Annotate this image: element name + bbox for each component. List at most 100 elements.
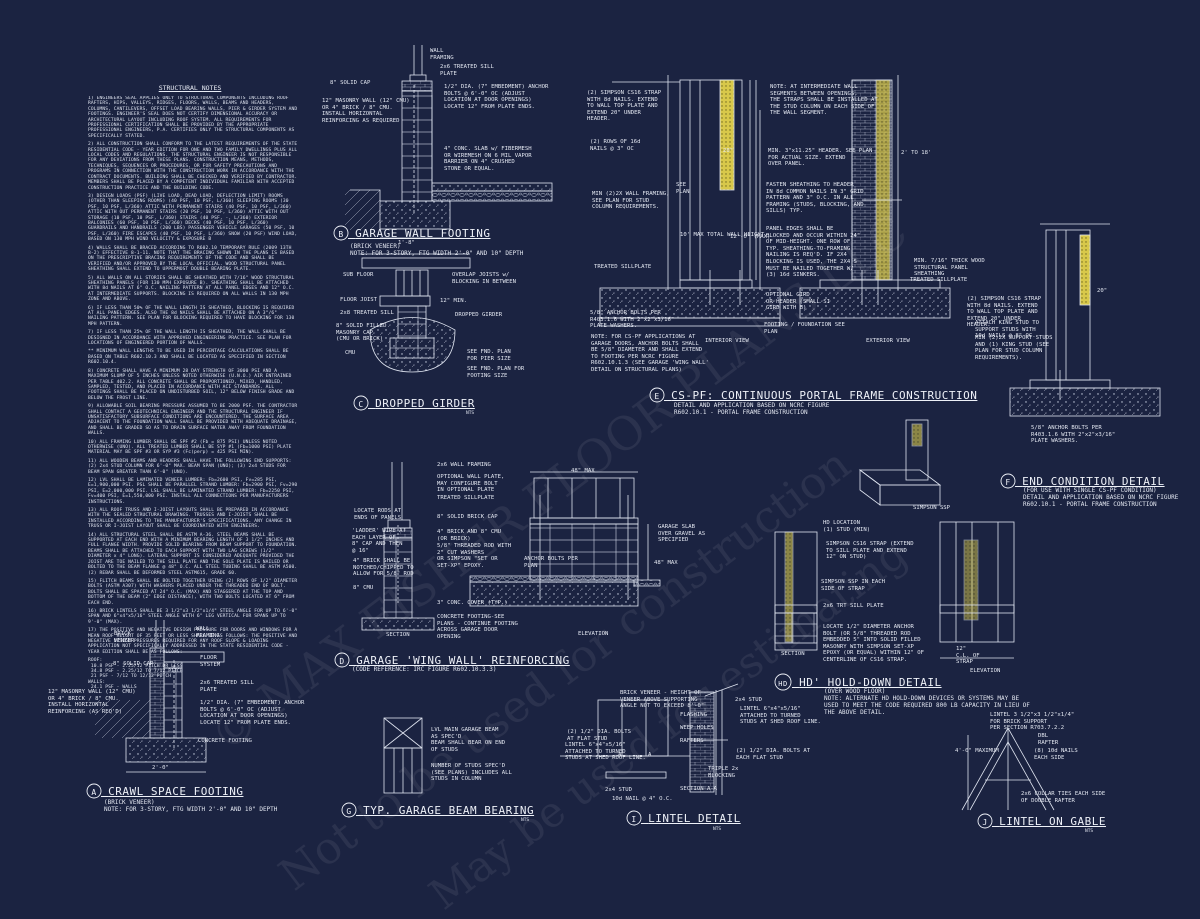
detail-e-title-text: CS-PF: CONTINUOUS PORTAL FRAME CONSTRUCT… xyxy=(671,389,978,402)
detail-i-drawing xyxy=(560,683,739,795)
detail-i-letter: I xyxy=(631,815,637,824)
blueprint-sheet: STRUCTURAL NOTES 1) ENGINEERS SEAL APPLI… xyxy=(48,45,1179,919)
callout-label-a: 8" SOLID CAP xyxy=(113,661,154,667)
callout-label-i: LINTEL 6"x4"x5/16" ATTACHED TO TURNED ST… xyxy=(740,706,821,726)
callout-label-c: DROPPED GIRDER xyxy=(455,312,503,318)
detail-j-nts: NTS xyxy=(1085,829,1094,834)
structural-note: 1) ENGINEERS SEAL APPLIES ONLY TO STRUCT… xyxy=(88,96,298,139)
callout-label-d: OPTIONAL WALL PLATE, MAY CONFIGURE BOLT … xyxy=(437,474,505,494)
detail-e-subtitle: DETAIL AND APPLICATION BASED ON NCRC FIG… xyxy=(674,402,830,416)
callout-label-e: NOTE: FOR CS-PF APPLICATIONS AT GARAGE D… xyxy=(591,334,709,373)
callout-label-h: SIMPSON CS16 STRAP (EXTEND TO SILL PLATE… xyxy=(826,541,914,561)
callout-label-e: (2) SIMPSON CS16 STRAP WITH 8d NAILS. EX… xyxy=(587,90,662,123)
callout-label-d: 5/8" THREADED ROD WITH 2" CUT WASHERS OR… xyxy=(437,543,512,569)
detail-hd-title-text: HD' HOLD-DOWN DETAIL xyxy=(799,676,942,689)
callout-label-d: 2x6 WALL FRAMING xyxy=(437,462,491,468)
callout-label-h: ELEVATION xyxy=(970,668,1001,674)
callout-label-i: LINTEL 6"x4"x5/16" ATTACHED TO TURNED ST… xyxy=(565,742,646,762)
callout-label-b: 4" CONC. SLAB w/ FIBERMESH OR WIREMESH O… xyxy=(444,146,532,172)
detail-e-title: E CS-PF: CONTINUOUS PORTAL FRAME CONSTRU… xyxy=(650,389,977,402)
structural-note: 14) ALL STRUCTURAL STEEL SHALL BE ASTM A… xyxy=(88,532,298,576)
callout-label-c: 8" SOLID FILLED MASONRY CAP (CMU OR BRIC… xyxy=(336,323,387,343)
detail-c-title-text: DROPPED GIRDER xyxy=(375,397,475,410)
structural-note: 12) LVL SHALL BE LAMINATED VENEER LUMBER… xyxy=(88,478,298,505)
detail-a-title-text: CRAWL SPACE FOOTING xyxy=(108,785,244,798)
callout-label-a: BRICK VENEER xyxy=(114,631,135,644)
callout-label-b: 2x6 TREATED SILL PLATE xyxy=(440,64,494,77)
detail-a-letter: A xyxy=(91,788,97,797)
detail-b-drawing xyxy=(345,45,553,239)
callout-label-e: MIN. 3"x11.25" HEADER. SEE PLAN FOR ACTU… xyxy=(768,148,873,168)
detail-f-drawing xyxy=(1009,223,1161,417)
callout-label-d: 4" BRICK AND 8" CMU (OR BRICK) xyxy=(437,529,501,542)
callout-label-e: SEE PLAN xyxy=(676,182,690,195)
structural-note: 13) ALL ROOF TRUSS AND I-JOIST LAYOUTS S… xyxy=(88,508,295,530)
callout-label-d: CONCRETE FOOTING-SEE PLANS - CONTINUE FO… xyxy=(437,614,518,640)
callout-label-h: SIMPSON SSP IN EACH SIDE OF STRAP xyxy=(821,579,885,592)
callout-label-h: LOCATE 1/2" DIAMETER ANCHOR BOLT (OR 5/8… xyxy=(823,624,925,663)
detail-j-letter: J xyxy=(982,818,988,827)
callout-label-i: A xyxy=(618,752,622,758)
callout-label-i: 10d NAIL @ 4" O.C. xyxy=(612,796,673,802)
detail-linework xyxy=(86,45,1161,829)
callout-label-j: LINTEL 3 1/2"x3 1/2"x1/4" FOR BRICK SUPP… xyxy=(990,712,1075,732)
callout-label-e: 12'-0" (MAX) xyxy=(730,234,771,240)
callout-label-e: FASTEN SHEATHING TO HEADER IN 8d COMMON … xyxy=(766,182,864,215)
structural-note: 8) CONCRETE SHALL HAVE A MINIMUM 28 DAY … xyxy=(88,368,298,401)
callout-label-i: BRICK VENEER - HEIGHT OF VENEER ABOVE SU… xyxy=(620,690,705,710)
callout-label-e: MIN (2)2X WALL FRAMING, SEE PLAN FOR STU… xyxy=(592,191,670,211)
callout-label-e: TREATED SILLPLATE xyxy=(594,264,652,270)
callout-label-f: (2) SIMPSON CS16 STRAP WITH 8d NAILS. EX… xyxy=(967,296,1042,329)
structural-note: 7) IF LESS THAN 25% OF THE WALL LENGTH I… xyxy=(88,330,295,347)
detail-a-drawing xyxy=(95,620,225,773)
callout-label-h: SIMPSON SSP xyxy=(913,505,951,511)
detail-i-nts: NTS xyxy=(713,827,722,832)
callout-label-e: PANEL EDGES SHALL BE BLOCKED AND OCCUR W… xyxy=(766,226,861,279)
detail-d-title: D GARAGE 'WING WALL' REINFORCING xyxy=(335,654,570,667)
callout-label-i: (2) 1/2" DIA. BOLTS AT EACH FLAT STUD xyxy=(736,748,811,761)
callout-label-j: DBL RAFTER xyxy=(1038,733,1059,746)
callout-label-i: (2) 1/2" DIA. BOLTS AT FLAT STUD xyxy=(567,729,631,742)
detail-d-title-text: GARAGE 'WING WALL' REINFORCING xyxy=(356,654,570,667)
callout-label-c: 12" MIN. xyxy=(440,298,467,304)
callout-label-a: 12" MASONRY WALL (12" CMU) OR 4" BRICK /… xyxy=(48,689,136,715)
callout-label-j: (8) 10d NAILS EACH SIDE xyxy=(1034,748,1078,761)
callout-label-c: SEE FND. PLAN FOR FOOTING SIZE xyxy=(467,366,525,379)
detail-d-subtitle: (CODE REFERENCE: IRC FIGURE R602.10.3.3) xyxy=(352,666,497,673)
callout-label-d: ANCHOR BOLTS PER PLAN xyxy=(524,556,578,569)
callout-label-d: 3" CONC. COVER (TYP.) xyxy=(437,600,508,606)
callout-label-d: GARAGE SLAB OVER GRAVEL AS SPECIFIED xyxy=(658,524,706,544)
callout-label-d: 8" CMU xyxy=(353,585,374,591)
detail-f-title: F END CONDITION DETAIL xyxy=(1001,475,1165,488)
callout-label-i: A xyxy=(648,752,652,758)
structural-notes-title: STRUCTURAL NOTES xyxy=(158,84,222,92)
callout-label-b: 12" MASONRY WALL (12" CMU) OR 4" BRICK /… xyxy=(322,98,410,124)
callout-label-a: FLOOR SYSTEM xyxy=(200,655,221,668)
callout-label-h: 2x6 TRT SILL PLATE xyxy=(823,603,884,609)
detail-e-drawing xyxy=(599,75,951,327)
callout-label-e: 5/8" ANCHOR BOLTS PER R403.1.6 WITH 2"x2… xyxy=(590,310,675,330)
callout-label-d: 48" MAX xyxy=(571,468,595,474)
callout-label-f: ATTACH KING STUD TO SUPPORT STUDS WITH 1… xyxy=(975,320,1039,340)
callout-label-h: SECTION xyxy=(781,651,805,657)
detail-hd-drawing xyxy=(774,521,1015,659)
detail-b-title: B GARAGE WALL FOOTING xyxy=(334,227,490,240)
callout-label-g: NUMBER OF STUDS SPEC'D (SEE PLANS) INCLU… xyxy=(431,763,512,783)
callout-label-e: TREATED SILLPLATE xyxy=(910,277,968,283)
callout-label-i: FLASHING xyxy=(680,712,707,718)
structural-note: 9) ALLOWABLE SOIL BEARING PRESSURE ASSUM… xyxy=(88,404,298,437)
callout-label-a: CONCRETE FOOTING xyxy=(198,738,252,744)
detail-b-title-text: GARAGE WALL FOOTING xyxy=(355,227,491,240)
callout-label-i: 2x4 STUD xyxy=(605,787,632,793)
structural-note: ** MINIMUM WALL LENGTHS TO BE USED IN PE… xyxy=(88,349,292,366)
detail-f-subtitle: (FOR USE WITH SINGLE CS-PF CONDITION) DE… xyxy=(1023,487,1179,508)
structural-note: 16) BRICK LINTELS SHALL BE 3 1/2"x3 1/2"… xyxy=(88,608,298,625)
callout-label-d: 8" SOLID BRICK CAP xyxy=(437,514,498,520)
callout-label-e: MIN. 7/16" THICK WOOD STRUCTURAL PANEL S… xyxy=(914,258,985,278)
callout-label-d: 'LADDER' WIRE AT EACH LAYER OF 8" CAP AN… xyxy=(352,528,406,554)
callout-label-d: 4" BRICK SHALL BE NOTCHED/CHIPPED TO ALL… xyxy=(353,558,414,578)
callout-label-b: WALL FRAMING xyxy=(430,48,454,61)
structural-note: 6) IF LESS THAN 50% OF THE WALL LENGTH I… xyxy=(88,305,298,327)
callout-label-a: 2x6 TREATED SILL PLATE xyxy=(200,680,254,693)
callout-label-b: 1'-8" xyxy=(398,240,415,246)
